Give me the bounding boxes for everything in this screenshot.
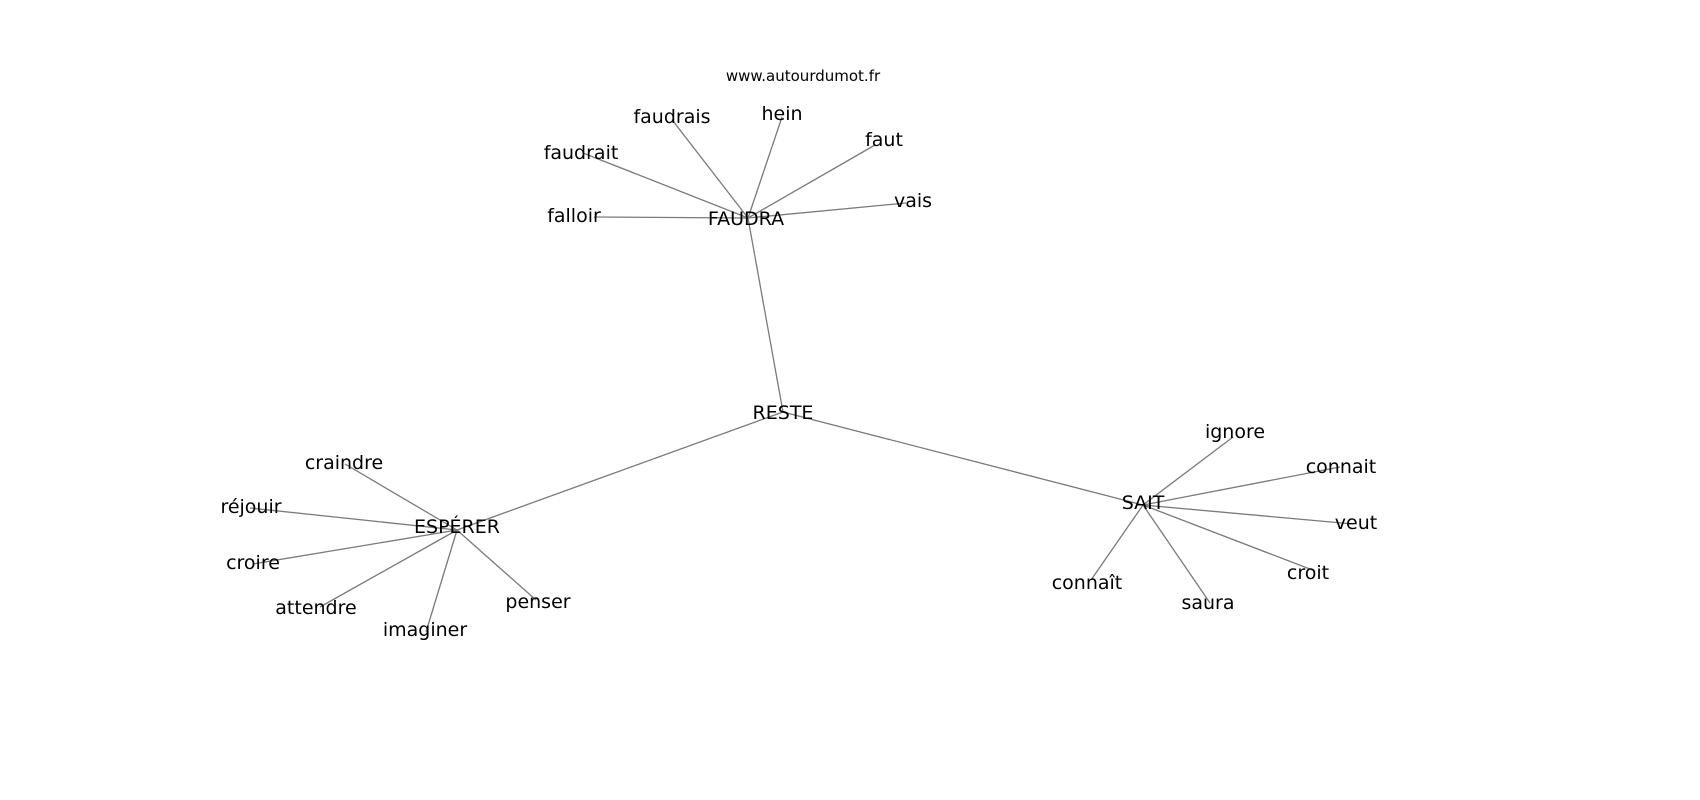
- labels: www.autourdumot.fr RESTE falloir faudrait…: [220, 67, 1377, 641]
- word-node[interactable]: connaît: [1052, 572, 1123, 594]
- hub-node-faudra[interactable]: FAUDRA: [708, 208, 784, 230]
- word-node[interactable]: faut: [865, 129, 903, 151]
- edge-faudra-leaf: [593, 216, 749, 219]
- word-node[interactable]: vais: [894, 190, 932, 212]
- word-node[interactable]: faudrait: [544, 142, 619, 164]
- edge-faudra-leaf: [747, 202, 907, 219]
- word-node[interactable]: imaginer: [383, 619, 468, 641]
- word-node[interactable]: craindre: [305, 452, 383, 474]
- word-node[interactable]: saura: [1181, 592, 1234, 614]
- hub-node-esperer[interactable]: ESPÉRER: [414, 515, 500, 538]
- edge-esperer-leaf: [319, 529, 458, 608]
- edge-sait-leaf: [1142, 504, 1316, 572]
- edge-esperer-leaf: [249, 507, 458, 531]
- edge-sait-leaf: [1142, 436, 1234, 506]
- word-node[interactable]: veut: [1335, 512, 1377, 534]
- word-node[interactable]: penser: [505, 591, 570, 613]
- word-node[interactable]: croire: [226, 552, 280, 574]
- word-node[interactable]: attendre: [275, 597, 356, 619]
- edge-esperer-leaf: [425, 529, 458, 633]
- edge-faudra-leaf: [747, 116, 783, 219]
- word-node[interactable]: connait: [1306, 456, 1377, 478]
- edges: [249, 116, 1354, 633]
- word-node[interactable]: faudrais: [633, 106, 710, 128]
- center-node-label: RESTE: [753, 402, 814, 424]
- edge-faudra-leaf: [747, 144, 876, 219]
- edge-center-esperer: [456, 411, 784, 531]
- edge-sait-leaf: [1090, 504, 1144, 581]
- site-title: www.autourdumot.fr: [726, 67, 881, 85]
- word-node[interactable]: falloir: [547, 205, 601, 227]
- edge-esperer-leaf: [456, 529, 537, 601]
- edge-sait-leaf: [1142, 504, 1354, 525]
- word-node[interactable]: croit: [1287, 562, 1329, 584]
- edge-esperer-leaf: [344, 463, 458, 531]
- edge-center-sait: [782, 411, 1144, 506]
- edge-faudra-leaf: [582, 152, 749, 219]
- word-node[interactable]: hein: [761, 103, 802, 125]
- edge-faudra-leaf: [672, 120, 749, 219]
- edge-esperer-leaf: [252, 529, 458, 565]
- edge-center-faudra: [747, 217, 784, 413]
- edge-sait-leaf: [1142, 504, 1211, 604]
- word-node[interactable]: réjouir: [220, 496, 281, 518]
- hub-node-sait[interactable]: SAIT: [1122, 492, 1165, 514]
- word-node[interactable]: ignore: [1205, 421, 1265, 443]
- edge-sait-leaf: [1142, 466, 1341, 506]
